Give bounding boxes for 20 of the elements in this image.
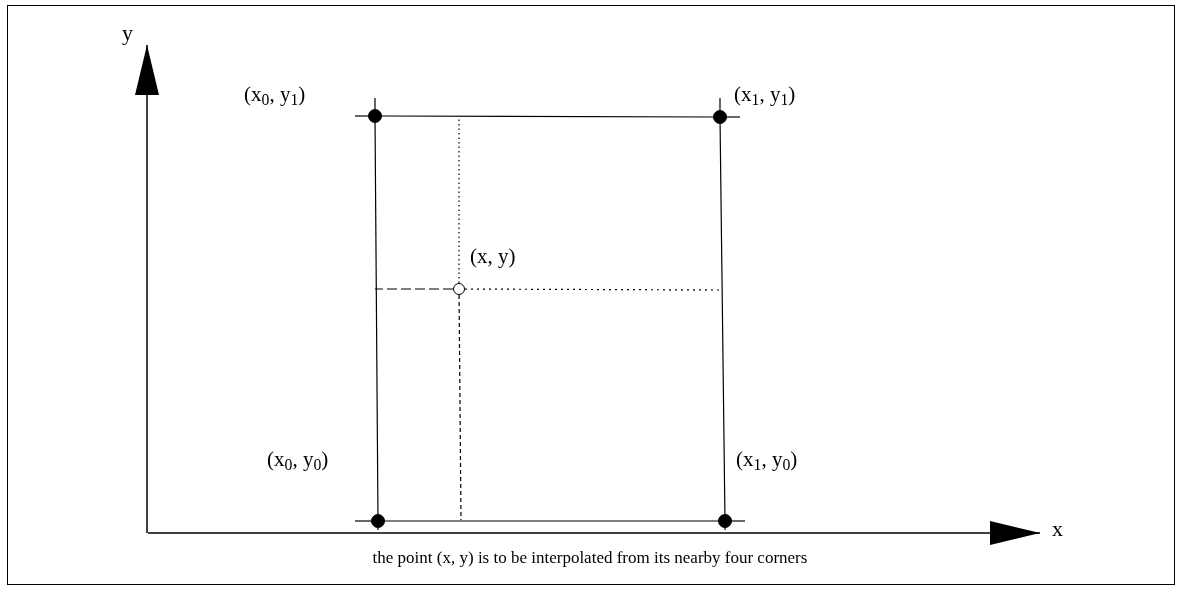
projection-line xyxy=(464,288,720,291)
connector-line xyxy=(384,520,719,522)
connector-line xyxy=(719,123,726,515)
caption: the point (x, y) is to be interpolated from its nearby four corners xyxy=(371,547,809,569)
grid-point xyxy=(368,109,382,123)
axis-label: y xyxy=(122,22,133,44)
grid-point xyxy=(371,514,385,528)
grid-point xyxy=(718,514,732,528)
coordinate-label: (x$_{0}$, y$_{1}$) xyxy=(244,84,306,105)
axis-label: x xyxy=(1052,518,1063,540)
connector-line xyxy=(381,115,714,118)
coordinate-label: (x$_{1}$, y$_{0}$) xyxy=(736,449,798,470)
connector-line xyxy=(374,122,379,515)
coordinate-label: (x$_{1}$, y$_{1}$) xyxy=(734,84,796,105)
projection-line xyxy=(458,294,462,521)
coordinate-label: (x$_{0}$, y$_{0}$) xyxy=(267,449,329,470)
coordinate-label: (x, y) xyxy=(470,246,516,267)
grid-point xyxy=(713,110,727,124)
projection-line xyxy=(374,288,454,290)
interpolated-point xyxy=(453,283,465,295)
